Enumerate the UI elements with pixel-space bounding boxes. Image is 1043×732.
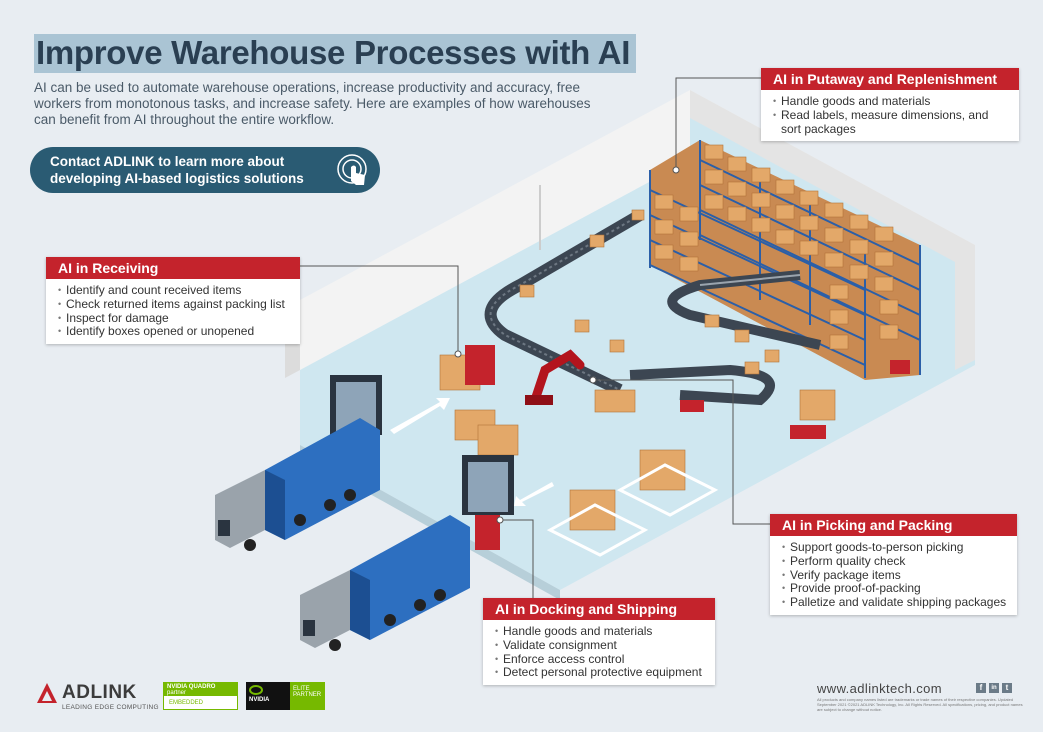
elite-label: ELITE: [293, 686, 310, 692]
back-wall-left: [300, 90, 690, 370]
receiving-panel: AI in Receiving Identify and count recei…: [46, 257, 300, 345]
docking-item: Enforce access control: [495, 652, 705, 667]
docking-item: Validate consignment: [495, 638, 705, 653]
truck-1: [215, 418, 380, 551]
facebook-icon[interactable]: f: [976, 683, 986, 693]
putaway-item: Handle goods and materials: [773, 94, 1009, 109]
partner-label: PARTNER: [293, 692, 322, 698]
page-title: Improve Warehouse Processes with AI: [34, 34, 637, 73]
nvidia-eye-icon: [249, 685, 263, 695]
picking-item: Support goods-to-person picking: [782, 540, 1007, 555]
docking-panel: AI in Docking and Shipping Handle goods …: [483, 598, 715, 686]
brand-name: ADLINK: [62, 682, 137, 703]
robot-arm: [525, 349, 585, 405]
conveyor-belts: [484, 209, 822, 406]
cta-line-2: developing AI-based logistics solutions: [50, 171, 304, 186]
receiving-item: Identify boxes opened or unopened: [58, 325, 290, 339]
twitter-icon[interactable]: t: [1002, 683, 1012, 693]
receiving-item: Identify and count received items: [58, 283, 290, 298]
putaway-item: Read labels, measure dimensions, and sor…: [773, 108, 1009, 137]
floor-pallets: [439, 354, 836, 531]
picking-item: Provide proof-of-packing: [782, 582, 1007, 596]
shelving-racks: [649, 140, 921, 380]
putaway-panel: AI in Putaway and Replenishment Handle g…: [761, 68, 1019, 142]
brand-tagline: LEADING EDGE COMPUTING: [62, 704, 159, 711]
receiving-item: Inspect for damage: [58, 311, 290, 326]
truck-2: [300, 515, 470, 651]
picking-panel: AI in Picking and Packing Support goods-…: [770, 514, 1017, 615]
nvidia-wordmark: NVIDIA: [249, 697, 270, 703]
picking-item: Verify package items: [782, 568, 1007, 583]
docking-title: AI in Docking and Shipping: [483, 598, 715, 620]
cta-line-1: Contact ADLINK to learn more about: [50, 154, 285, 169]
putaway-title: AI in Putaway and Replenishment: [761, 68, 1019, 90]
nvidia-elite-badge: NVIDIA ELITE PARTNER: [246, 682, 325, 710]
quadro-badge-sub: partner: [167, 690, 187, 696]
picking-title: AI in Picking and Packing: [770, 514, 1017, 536]
agv-robot: [680, 400, 704, 412]
docking-item: Handle goods and materials: [495, 624, 705, 639]
quadro-badge-bottom: EMBEDDED: [169, 700, 204, 706]
adlink-logo: ADLINK LEADING EDGE COMPUTING: [36, 682, 159, 711]
picking-item: Palletize and validate shipping packages: [782, 595, 1007, 610]
intro-text: AI can be used to automate warehouse ope…: [34, 80, 591, 127]
legal-text: All products and company names listed ar…: [817, 697, 1023, 712]
touch-icon: [337, 154, 367, 185]
receiving-item: Check returned items against packing lis…: [58, 297, 290, 312]
linkedin-icon[interactable]: in: [989, 683, 999, 693]
receiving-title: AI in Receiving: [46, 257, 300, 279]
contact-adlink-button[interactable]: Contact ADLINK to learn more about devel…: [30, 147, 380, 193]
website-link[interactable]: www.adlinktech.com: [817, 681, 942, 696]
adlink-triangle-icon: [37, 683, 57, 703]
picking-item: Perform quality check: [782, 554, 1007, 569]
nvidia-quadro-badge: NVIDIA QUADRO partner EMBEDDED: [163, 682, 238, 710]
quadro-badge-top: NVIDIA QUADRO: [167, 684, 216, 690]
docking-item: Detect personal protective equipment: [495, 666, 705, 680]
conveyor-boxes: [519, 209, 780, 375]
